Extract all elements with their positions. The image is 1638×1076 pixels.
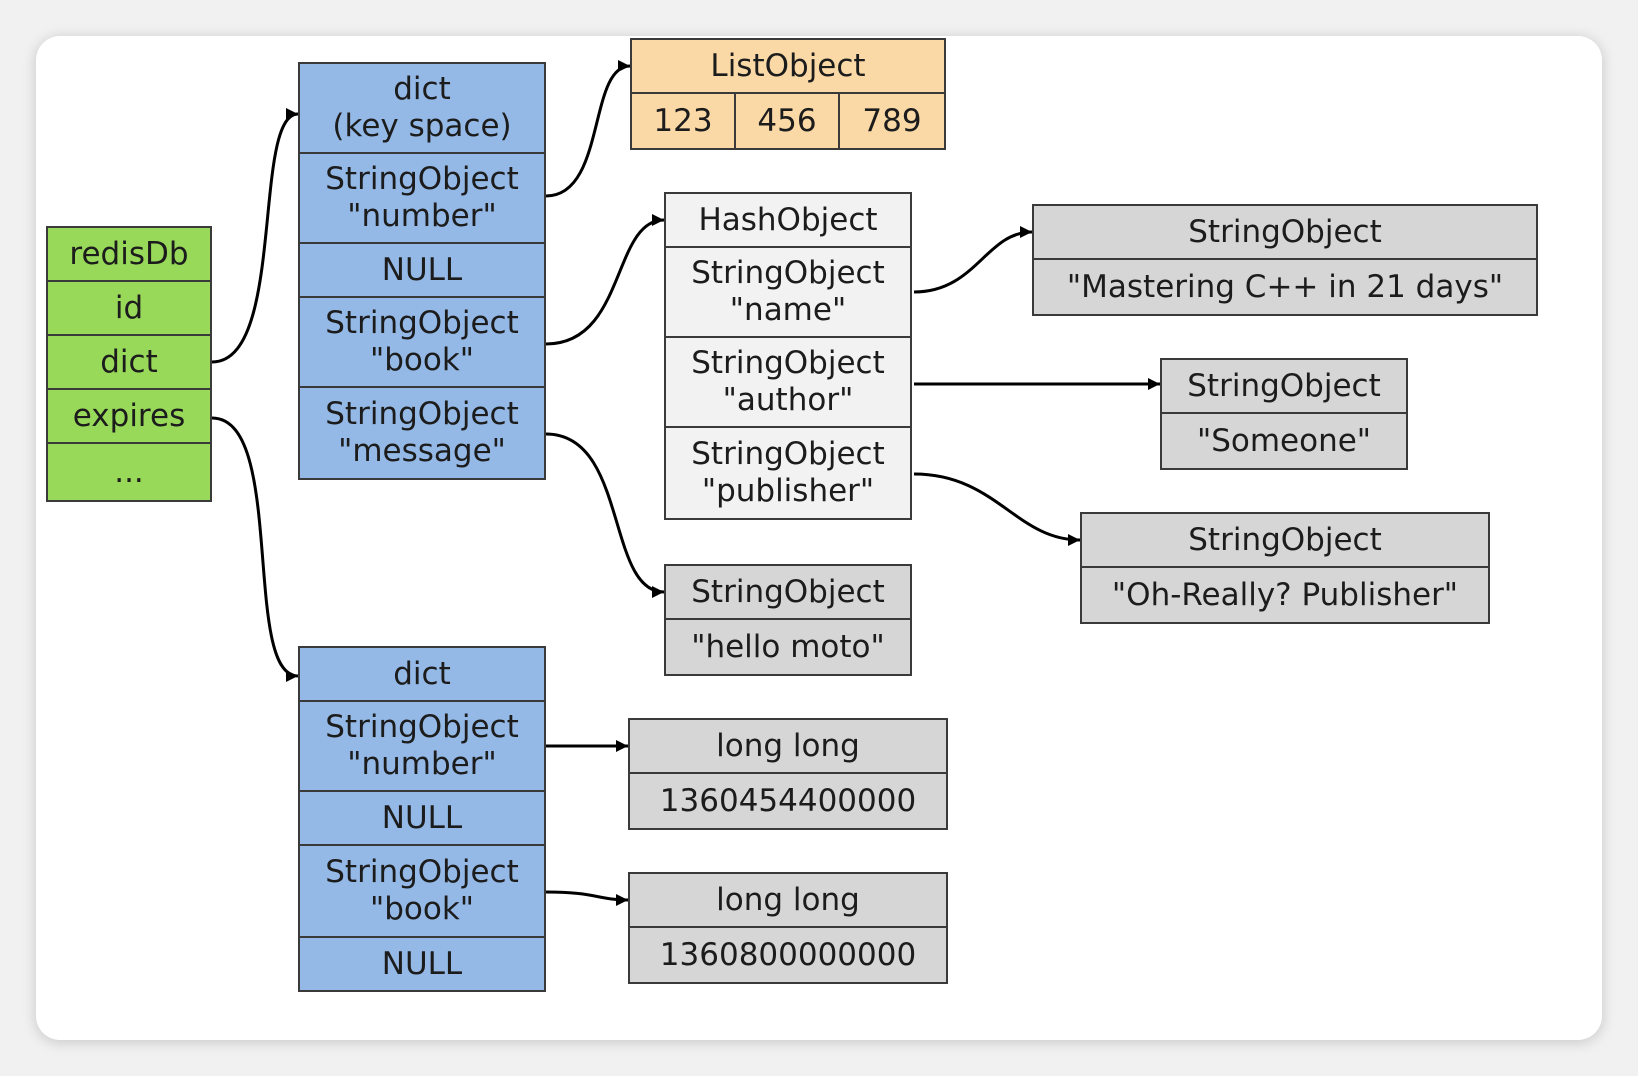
- expires-entry-number: StringObject"number": [298, 700, 546, 792]
- string-object-message-value: StringObject "hello moto": [664, 564, 912, 676]
- expires-entry-null: NULL: [298, 936, 546, 992]
- hash-entry-author: StringObject"author": [664, 336, 912, 428]
- string-object-author-value: StringObject "Someone": [1160, 358, 1408, 470]
- expires-entry-book: StringObject"book": [298, 844, 546, 938]
- edge-name-to-string: [913, 226, 1033, 294]
- redisdb-field-ellipsis: ...: [46, 442, 212, 502]
- redisdb-field-dict: dict: [46, 334, 212, 390]
- string-object-value: "Oh-Really? Publisher": [1080, 566, 1490, 624]
- list-object: ListObject 123 456 789: [630, 38, 946, 150]
- keyspace-dict: dict(key space) StringObject"number" NUL…: [298, 62, 546, 480]
- hash-entry-name: StringObject"name": [664, 246, 912, 338]
- redisdb-title: redisDb: [46, 226, 212, 282]
- string-object-title: StringObject: [1160, 358, 1408, 414]
- string-object-title: StringObject: [664, 564, 912, 620]
- edge-message-to-string: [545, 432, 665, 598]
- long-long-value: 1360800000000: [628, 926, 948, 984]
- list-item: 123: [630, 92, 736, 150]
- diagram-card: redisDb id dict expires ... dict(key spa…: [36, 36, 1602, 1040]
- edge-expires-to-expires-dict: [211, 416, 299, 682]
- long-long-book: long long 1360800000000: [628, 872, 948, 984]
- string-object-value: "hello moto": [664, 618, 912, 676]
- expires-entry-null: NULL: [298, 790, 546, 846]
- string-object-value: "Someone": [1160, 412, 1408, 470]
- keyspace-entry-message: StringObject"message": [298, 386, 546, 480]
- long-long-number: long long 1360454400000: [628, 718, 948, 830]
- edge-number-to-list: [545, 60, 631, 198]
- hash-entry-publisher: StringObject"publisher": [664, 426, 912, 520]
- string-object-value: "Mastering C++ in 21 days": [1032, 258, 1538, 316]
- string-object-title: StringObject: [1032, 204, 1538, 260]
- string-object-name-value: StringObject "Mastering C++ in 21 days": [1032, 204, 1538, 316]
- edge-book-to-hash: [545, 214, 665, 346]
- keyspace-entry-number: StringObject"number": [298, 152, 546, 244]
- long-long-title: long long: [628, 718, 948, 774]
- list-object-title: ListObject: [630, 38, 946, 94]
- keyspace-entry-book: StringObject"book": [298, 296, 546, 388]
- edge-dict-to-keyspace: [211, 108, 299, 364]
- redisdb-struct: redisDb id dict expires ...: [46, 226, 212, 502]
- redisdb-field-expires: expires: [46, 388, 212, 444]
- string-object-publisher-value: StringObject "Oh-Really? Publisher": [1080, 512, 1490, 624]
- edge-expire-book-to-long: [545, 890, 629, 906]
- list-item: 789: [838, 92, 946, 150]
- keyspace-dict-title: dict(key space): [298, 62, 546, 154]
- edges: [211, 60, 1160, 906]
- expires-dict: dict StringObject"number" NULL StringObj…: [298, 646, 546, 992]
- edge-publisher-to-string: [913, 472, 1081, 546]
- hash-object: HashObject StringObject"name" StringObje…: [664, 192, 912, 520]
- list-item: 456: [734, 92, 840, 150]
- long-long-value: 1360454400000: [628, 772, 948, 830]
